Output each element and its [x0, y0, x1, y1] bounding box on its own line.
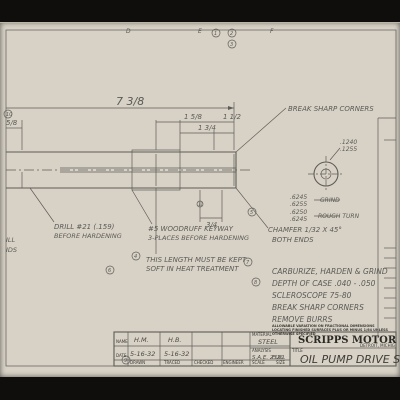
- sheet-top-edge: [0, 22, 400, 23]
- date-traced: 5-16-32: [164, 350, 189, 358]
- col-engineer: ENGINEER: [223, 360, 244, 365]
- marker-label-7: 7: [246, 260, 250, 266]
- note-chamfer: CHAMFER 1/32 X 45°: [268, 226, 342, 234]
- tolerance-note: ALLOWABLE VARIATION ON FRACTIONAL DIMENS…: [272, 324, 388, 336]
- leader-break-corners: [235, 107, 287, 153]
- note-length-line-2: SOFT IN HEAT TREATMENT: [146, 265, 239, 273]
- note-rough-turn: ROUGH TURN: [318, 213, 360, 220]
- marker-label-10: 10: [6, 112, 12, 118]
- end-dimension-1: .1240: [340, 139, 357, 146]
- date-drawn: 5-16-32: [130, 350, 155, 358]
- note-length-line-1: THIS LENGTH MUST BE KEPT: [146, 256, 247, 264]
- diameter-2: .6250: [290, 209, 307, 216]
- marker-label-5: 5: [250, 210, 253, 216]
- analysis-value: S.A.E. 2320: [252, 355, 284, 361]
- note-carburize: CARBURIZE, HARDEN & GRIND: [272, 267, 388, 276]
- leader-end-dim: [329, 147, 341, 161]
- col-checked: CHECKED: [194, 360, 213, 365]
- shaft-end-view: [308, 156, 344, 217]
- dimension-overall: 7 3/8: [116, 95, 144, 108]
- material-value: STEEL: [258, 338, 278, 346]
- marker-label-2: 2: [230, 31, 233, 37]
- note-remove-burrs: REMOVE BURRS: [272, 315, 333, 324]
- shaft-side-view: [6, 149, 250, 191]
- tolerance-note-wrapper: ALLOWABLE VARIATION ON FRACTIONAL DIMENS…: [272, 324, 388, 336]
- leader-drill: [29, 187, 55, 223]
- note-break-sharp-corners: BREAK SHARP CORNERS: [288, 105, 374, 113]
- note-depth-of-case: DEPTH OF CASE .040 - .050: [272, 279, 376, 288]
- dimension-5: 3/4: [206, 221, 217, 229]
- diameter-1: .6245: [290, 194, 307, 201]
- drawing-sheet: D E F: [0, 22, 400, 377]
- drawn-by: H.M.: [134, 336, 149, 344]
- col-traced: TRACED: [163, 360, 180, 365]
- row-label-date: DATE: [116, 353, 127, 358]
- marker-label-8: 8: [254, 280, 257, 286]
- marker-label-6: 6: [108, 268, 111, 274]
- drawing-title: OIL PUMP DRIVE SH: [300, 353, 400, 366]
- dimension-4: 5/8: [6, 119, 18, 127]
- reference-markers: [3, 28, 261, 365]
- marker-label-4: 4: [134, 254, 137, 260]
- zone-letter-e: E: [198, 28, 202, 35]
- note-drill: DRILL #21 (.159): [54, 223, 115, 231]
- dimension-1: 1 5/8: [184, 113, 202, 121]
- dimension-2: 1 1/2: [223, 113, 241, 121]
- note-before-hardening: BEFORE HARDENING: [54, 232, 122, 240]
- leader-woodruff: [131, 189, 153, 225]
- end-dimension-2: .1255: [340, 146, 357, 153]
- diameter-3: .6245: [290, 216, 307, 223]
- note-grind: GRIND: [320, 197, 340, 204]
- company-name: SCRIPPS MOTOR: [298, 335, 397, 346]
- marker-label-9: 9: [124, 358, 127, 364]
- marker-label-1: 1: [214, 31, 217, 37]
- note-woodruff-keyway: #5 WOODRUFF KEYWAY: [148, 225, 234, 233]
- material-label: MATERIAL: [252, 332, 273, 337]
- col-size: SIZE: [276, 360, 285, 365]
- note-scleroscope: SCLEROSCOPE 75-80: [272, 291, 352, 300]
- note-chamfer-both-ends: BOTH ENDS: [272, 236, 314, 244]
- col-scale: SCALE: [252, 360, 265, 365]
- company-city: DETROIT, MICHIG: [360, 343, 395, 348]
- engineering-drawing: D E F: [0, 22, 400, 367]
- zone-letter-d: D: [126, 28, 131, 35]
- title-block: [113, 331, 397, 367]
- dimension-3: 1 3/4: [198, 124, 216, 132]
- zone-letter-f: F: [270, 28, 274, 35]
- row-label-name: NAME: [116, 339, 128, 344]
- revision-table: [377, 117, 396, 338]
- note-break-corners-2: BREAK SHARP CORNERS: [272, 303, 364, 312]
- dimension-lines: [6, 102, 235, 222]
- marker-label-11: 11: [198, 202, 203, 207]
- note-left-fragment-1: ILL: [6, 236, 16, 244]
- traced-by: H.B.: [168, 336, 181, 344]
- diameter-1b: .6255: [290, 201, 307, 208]
- col-drawn: DRAWN: [130, 360, 145, 365]
- scale-value: FULL: [272, 355, 285, 361]
- note-left-fragment-2: IDS: [6, 246, 17, 254]
- note-woodruff-places: 3-PLACES BEFORE HARDENING: [148, 234, 249, 242]
- title-label: TITLE: [291, 348, 303, 353]
- marker-label-3: 3: [230, 42, 233, 48]
- analysis-label: ANALYSIS: [252, 348, 271, 353]
